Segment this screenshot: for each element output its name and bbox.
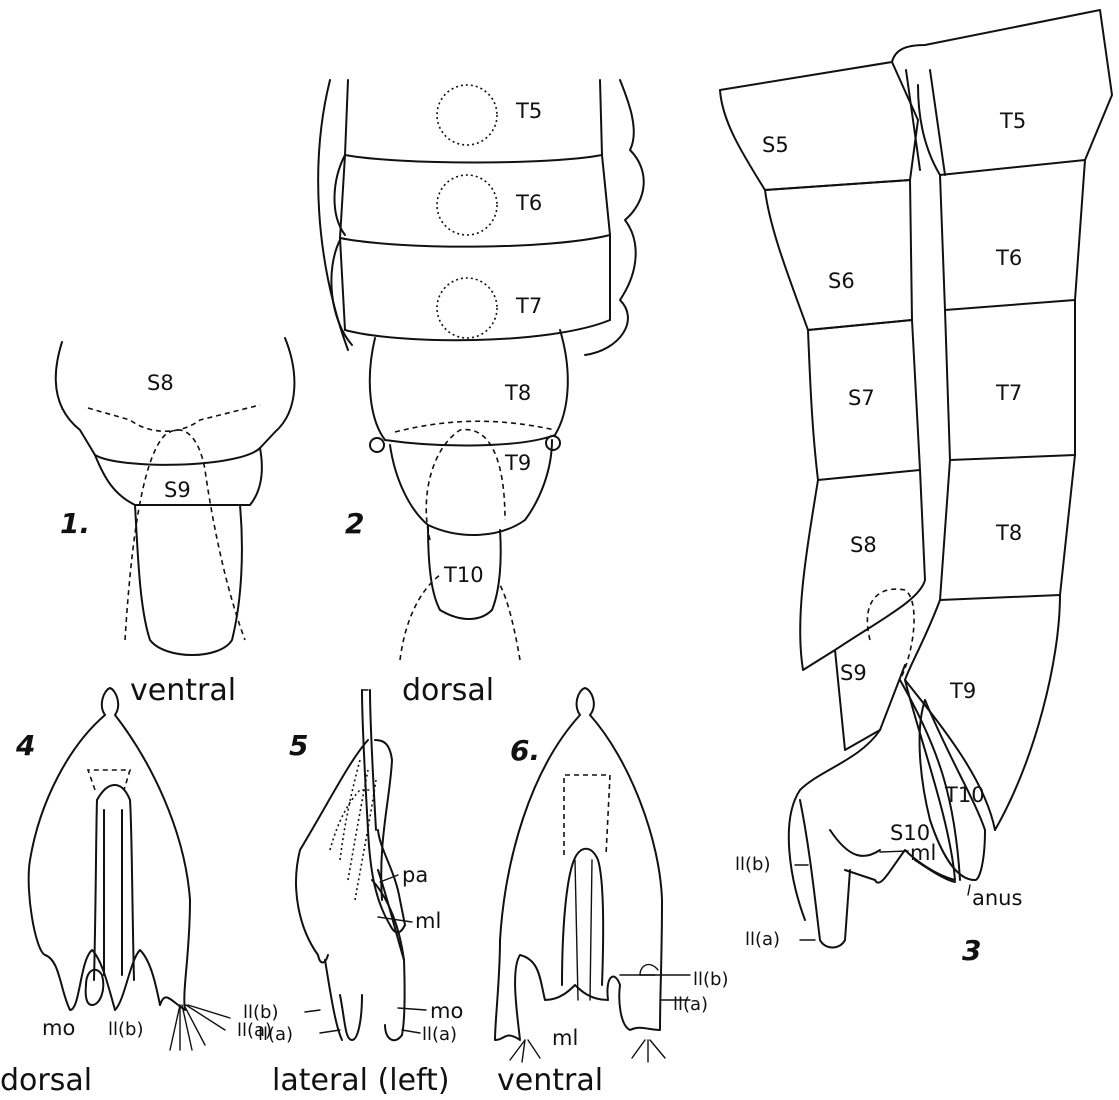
figure-3-lateral-abdomen: S5 S6 S7 S8 S9 S10 T5 T6 T7 T8 T9 T10 an… [720,10,1112,967]
llb-label: ll(b) [735,854,770,875]
figure-4-caption: dorsal [0,1063,92,1098]
figure-6-caption: ventral [497,1063,603,1098]
t9-label: T9 [949,679,976,703]
figure-5-number: 5 [289,729,308,762]
t6-label: T6 [515,191,542,215]
t9-label: T9 [504,451,531,475]
anus-label: anus [972,886,1022,910]
figure-6-number: 6. [510,734,540,767]
s8-label: S8 [147,371,174,395]
figure-2-dorsal: T5 T6 T7 T8 T9 T10 2 dorsal [318,80,644,708]
figure-1-caption: ventral [130,673,236,708]
t5-label: T5 [999,109,1026,133]
t8-label: T8 [995,521,1022,545]
mo-label: mo [42,1016,75,1040]
lla-label: ll(a) [673,994,708,1015]
t10-label: T10 [944,783,985,807]
figure-6-ventral-genitalia: 6. ml ll(b) ll(a) ventral [495,688,728,1098]
t8-label: T8 [504,381,531,405]
pa-label: pa [402,863,428,887]
s7-label: S7 [848,386,875,410]
figure-5-caption: lateral (left) [272,1063,450,1098]
llb-label: ll(b) [243,1002,278,1023]
s6-label: S6 [828,269,855,293]
t7-label: T7 [995,381,1022,405]
lla-left-label: ll(a) [258,1024,293,1045]
ml-label: ml [415,909,441,933]
figure-1-number: 1. [60,507,90,540]
figure-2-caption: dorsal [402,673,494,708]
figure-5-lateral-genitalia: 5 pa ml mo ll(b) ll(a) ll(a) lateral (le… [243,690,463,1098]
ml-label: ml [552,1026,578,1050]
figure-4-number: 4 [15,729,35,762]
figure-4-dorsal-genitalia: 4 mo ll(b) ll(a) dorsal [0,688,272,1098]
t6-label: T6 [995,246,1022,270]
lla-right-label: ll(a) [422,1024,457,1045]
llb-label: ll(b) [693,969,728,990]
t5-label: T5 [515,99,542,123]
ml-label: ml [910,841,936,865]
mo-label: mo [430,999,463,1023]
figure-2-number: 2 [345,507,364,540]
figure-1-ventral: S8 S9 1. ventral [56,338,295,708]
t7-label: T7 [515,294,542,318]
llb-label: ll(b) [108,1019,143,1040]
lla-label: ll(a) [745,929,780,950]
s8-label: S8 [850,533,877,557]
s9-label: S9 [164,478,191,502]
s5-label: S5 [762,133,789,157]
figure-3-number: 3 [962,934,981,967]
s9-label: S9 [840,661,867,685]
t10-label: T10 [443,563,484,587]
